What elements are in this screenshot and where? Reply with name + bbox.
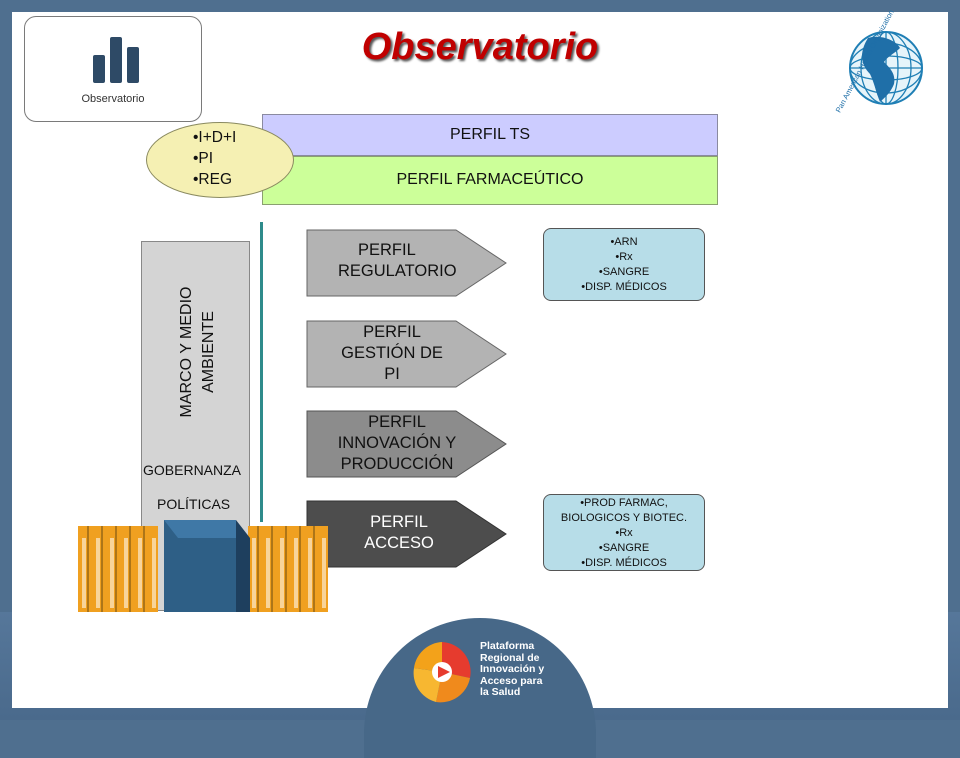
- perfil-gestion-pi-arrow: [306, 320, 507, 388]
- regulatorio-info-box: •ARN •Rx •SANGRE •DISP. MÉDICOS: [543, 228, 705, 301]
- chevron-line: GESTIÓN DE: [341, 344, 443, 362]
- chevron-line: PI: [384, 365, 400, 383]
- perfil-regulatorio-text: PERFIL REGULATORIO: [338, 240, 457, 282]
- perfil-regulatorio-arrow: [306, 229, 507, 297]
- chevron-line: REGULATORIO: [338, 262, 457, 280]
- perfil-farmaceutico-bar: PERFIL FARMACEÚTICO: [262, 156, 718, 205]
- bar-chart-icon: [93, 37, 139, 83]
- observatorio-icon-box[interactable]: Observatorio: [24, 16, 202, 122]
- marco-line2: AMBIENTE: [200, 311, 217, 393]
- info-item: •DISP. MÉDICOS: [581, 557, 667, 569]
- perfil-farmaceutico-label: PERFIL FARMACEÚTICO: [396, 171, 584, 188]
- perfil-ts-label: PERFIL TS: [449, 126, 531, 143]
- footer-logo-line: Innovación y: [480, 663, 545, 675]
- footer-logo-text: Plataforma Regional de Innovación y Acce…: [480, 640, 590, 699]
- marco-rotated-wrap: MARCO Y MEDIO AMBIENTE: [170, 272, 226, 432]
- perfil-innovacion-text: PERFIL INNOVACIÓN Y PRODUCCIÓN: [322, 412, 472, 475]
- info-item: •Rx: [615, 527, 633, 539]
- slide-title: Observatorio: [361, 26, 599, 68]
- paho-globe-logo: [849, 31, 923, 105]
- ellipse-list: •I+D+I •PI •REG: [193, 127, 236, 190]
- footer-logo-line: la Salud: [480, 686, 521, 698]
- ellipse-item: •PI: [193, 150, 214, 167]
- chevron-line: ACCESO: [364, 534, 434, 552]
- info-item: •SANGRE: [598, 542, 650, 554]
- info-item: •Rx: [615, 251, 633, 263]
- divider-line: [260, 222, 263, 522]
- chevron-line: PERFIL: [358, 241, 416, 259]
- observatorio-icon-label: Observatorio: [81, 93, 145, 105]
- marco-line1: MARCO Y MEDIO: [178, 286, 195, 418]
- perfil-ts-bar: PERFIL TS: [262, 114, 718, 156]
- footer-logo-line: Acceso para: [480, 674, 543, 687]
- research-ellipse: •I+D+I •PI •REG: [146, 122, 294, 198]
- chevron-line: INNOVACIÓN Y: [337, 434, 457, 452]
- info-item: •DISP. MÉDICOS: [581, 281, 667, 293]
- chevron-line: PERFIL: [370, 513, 428, 531]
- ellipse-item: •I+D+I: [193, 129, 237, 146]
- chevron-line: PERFIL: [363, 323, 421, 341]
- paho-logo-caption-wrap: Pan American Health Organization: [822, 8, 914, 114]
- footer-logo-line: Plataforma: [480, 640, 535, 652]
- chevron-line: PERFIL: [368, 413, 426, 431]
- acceso-info-box: •PROD FARMAC, BIOLOGICOS Y BIOTEC. •Rx •…: [543, 494, 705, 571]
- perfil-innovacion-arrow: [306, 410, 507, 478]
- perfil-gestion-pi-text: PERFIL GESTIÓN DE PI: [332, 322, 452, 385]
- gobernanza-label: GOBERNANZA: [143, 462, 242, 478]
- politicas-label: POLÍTICAS: [157, 496, 231, 512]
- marco-label: MARCO Y MEDIO AMBIENTE: [176, 287, 220, 418]
- footer-logo-line: Regional de: [480, 651, 540, 664]
- chevron-line: PRODUCCIÓN: [340, 455, 454, 473]
- ellipse-item: •REG: [193, 171, 233, 188]
- info-item: •SANGRE: [598, 266, 650, 278]
- info-item: •ARN: [610, 236, 638, 248]
- paho-logo-caption: Pan American Health Organization: [833, 8, 896, 115]
- info-item: BIOLOGICOS Y BIOTEC.: [560, 512, 688, 524]
- buildings-illustration: [78, 520, 328, 612]
- info-item: •PROD FARMAC,: [580, 497, 668, 509]
- plataforma-logo-icon: [413, 642, 471, 703]
- perfil-acceso-text: PERFIL ACCESO: [354, 512, 444, 554]
